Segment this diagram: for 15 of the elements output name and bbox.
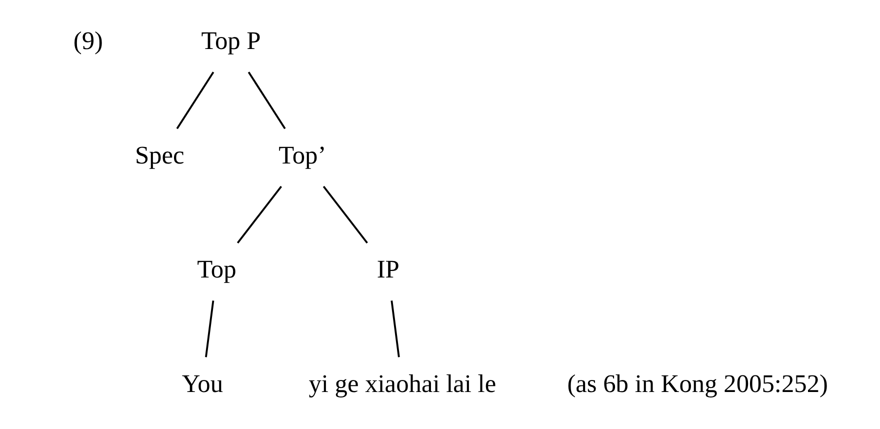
connector [204, 300, 214, 358]
node-text: You [181, 370, 223, 398]
node-text: Spec [134, 141, 184, 170]
connector [390, 300, 400, 358]
connector [176, 72, 214, 130]
label: (9) [72, 27, 102, 56]
node-text: Top’ [278, 141, 326, 170]
node-text: Top [196, 256, 236, 284]
connector [247, 72, 286, 130]
node-text: Top P [200, 27, 260, 56]
label: (as 6b in Kong 2005:252) [566, 370, 828, 398]
connector [236, 186, 282, 244]
node-text: IP [376, 256, 399, 284]
connector [322, 186, 368, 244]
node-text: yi ge xiaohai lai le [308, 370, 496, 398]
